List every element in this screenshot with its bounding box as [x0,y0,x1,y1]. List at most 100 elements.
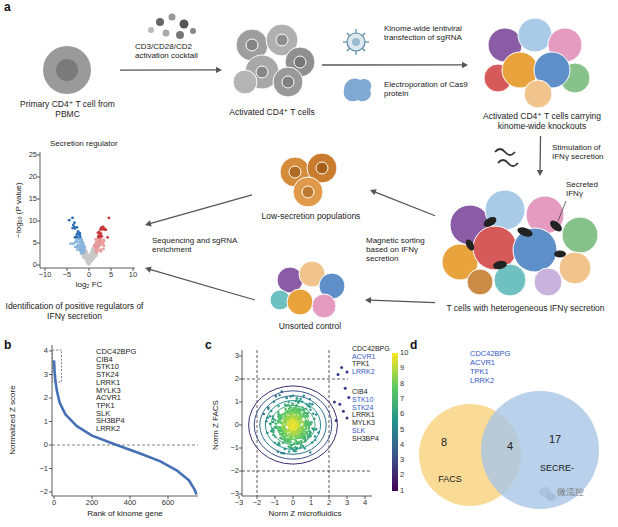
text-holder: CD3/CD28/CD2 activation cocktail [135,42,215,60]
figure-label: 1 [0,418,48,426]
connector [145,195,252,227]
text-holder: 5 [51,271,171,279]
figure-label: 6 [400,410,404,418]
figure-label: 600 [108,499,228,507]
figure-label: SLK [352,427,365,434]
figure-line [257,350,258,496]
figure-label: c [205,339,212,351]
rank-curve [54,360,197,494]
figure-label: ACVR1 [470,359,495,367]
tick [49,398,52,399]
tick [239,425,242,426]
volcano-point [100,232,103,235]
volcano-point [76,226,79,229]
figure-label: −2 [197,499,317,507]
text-holder: c [205,339,212,351]
text-holder: 0 [233,499,353,507]
figure-label: 7 [400,395,404,403]
figure-label: STK10 [352,396,373,403]
figure-line [347,33,365,51]
node-label: Primary CD4⁺ T cell from PBMC [15,100,120,120]
volcano-point [75,246,78,249]
connector-line [150,195,252,224]
scatter-points [263,366,351,455]
scatter-point [309,432,311,434]
figure-line [40,268,135,269]
scatter-point [293,407,295,409]
scatter-point [296,397,298,399]
figure-label: 4 [0,347,48,355]
figure-label: 10 [400,349,408,357]
scatter-point [284,408,286,410]
text-holder: −1 [179,444,239,452]
scatter-point [303,433,305,435]
figure-label: 4 [305,499,425,507]
volcano-axes [40,152,135,268]
figure-circle [190,28,196,34]
volcano-point [94,253,97,256]
volcano-point [91,253,94,256]
connector [145,267,255,300]
figure-circle [347,33,365,51]
text-holder: 25 [0,151,37,159]
scatter-point [287,445,289,447]
tick [239,494,242,495]
arrow-head [216,67,222,73]
figure-label: 15 [0,195,37,203]
figure-label: Rank of kinome gene [65,510,185,518]
text-holder: Secreted IFNγ [566,180,616,198]
text-holder: 2 [400,471,404,479]
scatter-point [282,433,284,435]
text-holder: LRRK2 [470,377,494,385]
text-holder: 2 [269,499,389,507]
volcano-point [97,238,100,241]
text-holder: LRRK2 [96,425,120,433]
text-holder: 3 [400,456,404,464]
figure-circle [312,294,336,318]
text-holder: 1 [0,418,48,426]
figure-circle [56,59,78,81]
cell-group: Activated CD4⁺ T cells [222,22,322,136]
text-holder: Stimulation of IFNγ secretion [552,143,616,161]
scatter-point [303,438,305,440]
volcano-point [102,239,105,242]
figure-label: CDC42BPG [96,348,136,356]
volcano-points [68,217,111,266]
figure-label: 2 [269,499,389,507]
volcano-point [73,241,76,244]
text-holder: Magnetic sorting based on IFNγ secretion [366,236,434,264]
volcano-point [94,238,97,241]
figure-label: LRRK1 [96,379,120,387]
figure-circle [559,252,591,284]
volcano-point [100,238,103,241]
text-holder: 4 [400,441,404,449]
node-label: Activated CD4⁺ T cells carrying kinome-w… [468,112,616,132]
figure-line [242,350,243,496]
edge-label: Stimulation of IFNγ secretion [552,143,616,161]
figure-circle [148,27,154,33]
text-holder: 5 [0,239,37,247]
scatter-point [298,430,300,432]
text-holder: 15 [0,195,37,203]
text-holder: 8 [400,380,404,388]
figure-label: 2 [0,394,48,402]
volcano-point [108,217,111,220]
scatter-point [309,402,311,404]
hit-point [342,410,345,413]
density-contour [254,391,332,459]
scatter-point [297,429,299,431]
figure-circle [273,67,303,97]
text-holder: 600 [108,499,228,507]
scatter-point [305,426,307,428]
scatter-point [315,413,317,415]
volcano-point [80,248,83,251]
scatter-point [280,437,282,439]
tick [49,421,52,422]
text-holder: 10 [73,271,193,279]
figure-label: SH3BP4 [96,417,125,425]
figure-label: 5 [400,426,404,434]
text-holder: 1 [179,398,239,406]
figure-label: 4 [400,441,404,449]
scatter-point [296,397,298,399]
text-holder: CIB4 [96,356,113,364]
